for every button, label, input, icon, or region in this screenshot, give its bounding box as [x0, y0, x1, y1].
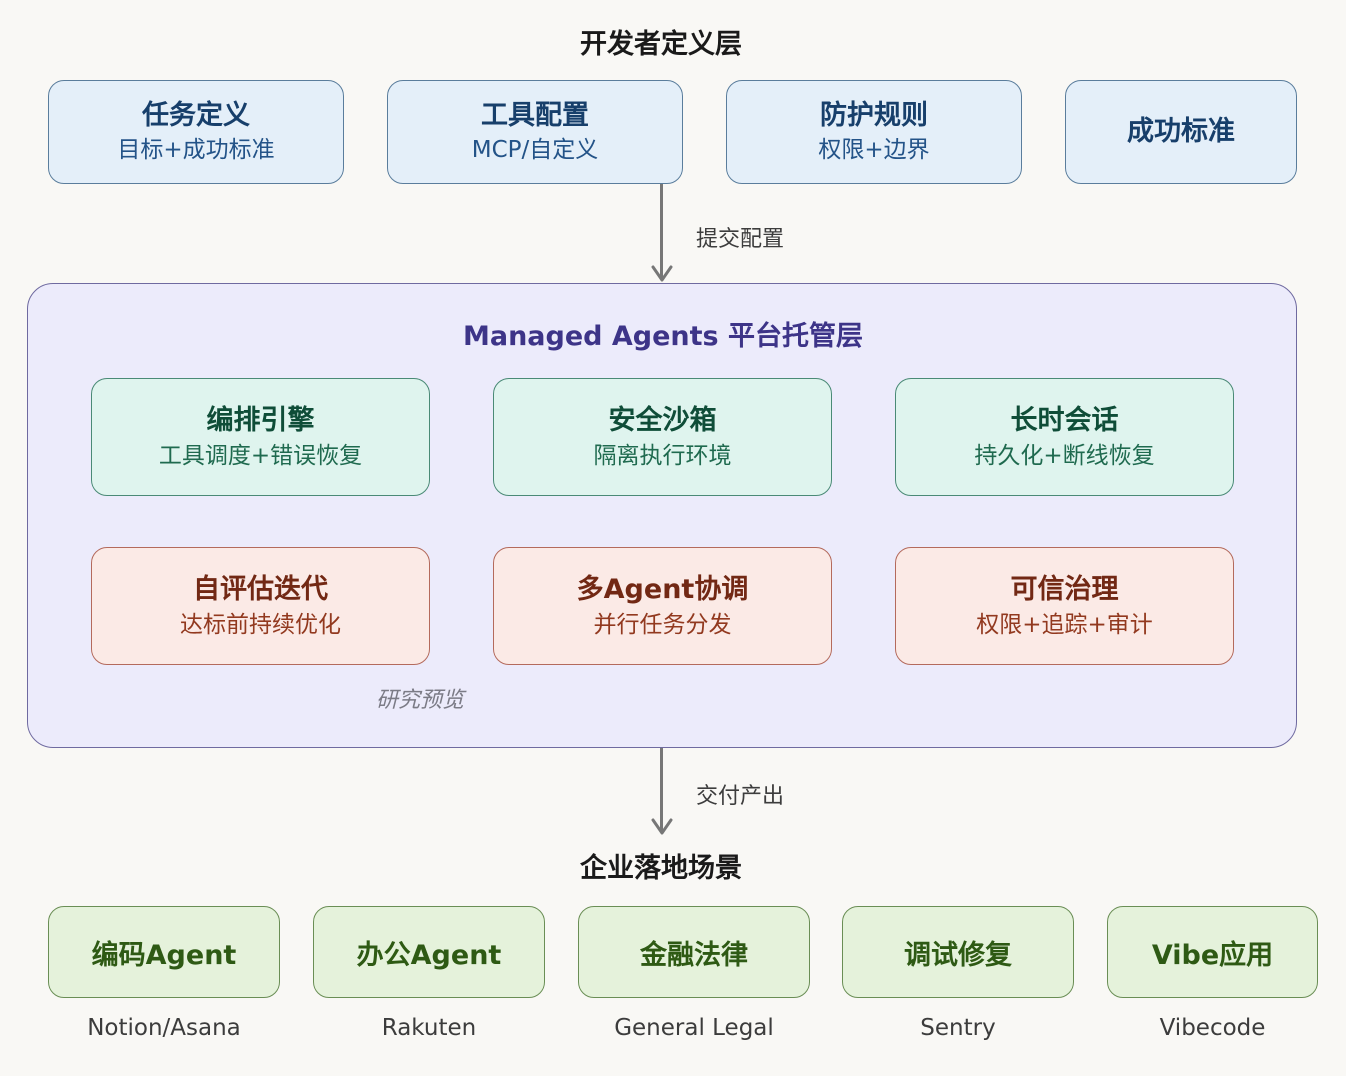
module-title: 多Agent协调 [576, 574, 749, 605]
dev-box-subtitle: 权限+边界 [818, 137, 930, 163]
dev-box-task-definition: 任务定义 目标+成功标准 [48, 80, 344, 184]
dev-box-title: 任务定义 [142, 100, 250, 131]
module-subtitle: 达标前持续优化 [180, 612, 341, 638]
dev-box-subtitle: MCP/自定义 [471, 137, 599, 163]
module-subtitle: 持久化+断线恢复 [974, 443, 1155, 469]
dev-box-title: 工具配置 [481, 100, 589, 131]
deliver-arrow-line [660, 748, 663, 832]
module-subtitle: 权限+追踪+审计 [976, 612, 1153, 638]
arrow-down-icon [651, 818, 673, 835]
submit-config-label: 提交配置 [696, 227, 785, 252]
module-title: 长时会话 [1010, 405, 1119, 436]
platform-layer: Managed Agents 平台托管层 编排引擎 工具调度+错误恢复 安全沙箱… [27, 283, 1297, 748]
dev-box-title: 防护规则 [820, 100, 928, 131]
module-title: 可信治理 [1010, 574, 1119, 605]
module-title: 自评估迭代 [193, 574, 328, 605]
module-self-evaluation: 自评估迭代 达标前持续优化 [91, 547, 430, 665]
deliver-output-label: 交付产出 [696, 784, 785, 809]
dev-box-title: 成功标准 [1127, 116, 1235, 147]
scenario-customer: Sentry [920, 1015, 996, 1041]
scenario-vibe-app: Vibe应用 [1107, 906, 1318, 998]
scenario-customer: Rakuten [381, 1015, 477, 1041]
developer-layer-title: 开发者定义层 [580, 29, 742, 60]
module-trusted-governance: 可信治理 权限+追踪+审计 [895, 547, 1234, 665]
dev-box-subtitle: 目标+成功标准 [117, 137, 275, 163]
module-orchestration-engine: 编排引擎 工具调度+错误恢复 [91, 378, 430, 496]
module-long-session: 长时会话 持久化+断线恢复 [895, 378, 1234, 496]
research-preview-note: 研究预览 [376, 688, 465, 713]
module-multi-agent: 多Agent协调 并行任务分发 [493, 547, 832, 665]
scenario-customer: General Legal [614, 1015, 774, 1041]
scenario-finance-legal: 金融法律 [578, 906, 810, 998]
scenario-coding-agent: 编码Agent [48, 906, 280, 998]
module-title: 编排引擎 [206, 405, 315, 436]
platform-layer-title: Managed Agents 平台托管层 [462, 321, 864, 352]
module-subtitle: 工具调度+错误恢复 [158, 443, 363, 469]
dev-box-success-criteria: 成功标准 [1065, 80, 1297, 184]
scenario-office-agent: 办公Agent [313, 906, 545, 998]
module-title: 安全沙箱 [608, 405, 717, 436]
scenario-debug-fix: 调试修复 [842, 906, 1074, 998]
module-secure-sandbox: 安全沙箱 隔离执行环境 [493, 378, 832, 496]
dev-box-guardrails: 防护规则 权限+边界 [726, 80, 1022, 184]
submit-arrow-line [660, 184, 663, 279]
arrow-down-icon [651, 265, 673, 282]
module-subtitle: 隔离执行环境 [593, 443, 732, 469]
dev-box-tool-config: 工具配置 MCP/自定义 [387, 80, 683, 184]
scenario-customer: Vibecode [1159, 1015, 1266, 1041]
enterprise-layer-title: 企业落地场景 [580, 853, 742, 884]
module-subtitle: 并行任务分发 [593, 612, 732, 638]
scenario-customer: Notion/Asana [87, 1015, 241, 1041]
